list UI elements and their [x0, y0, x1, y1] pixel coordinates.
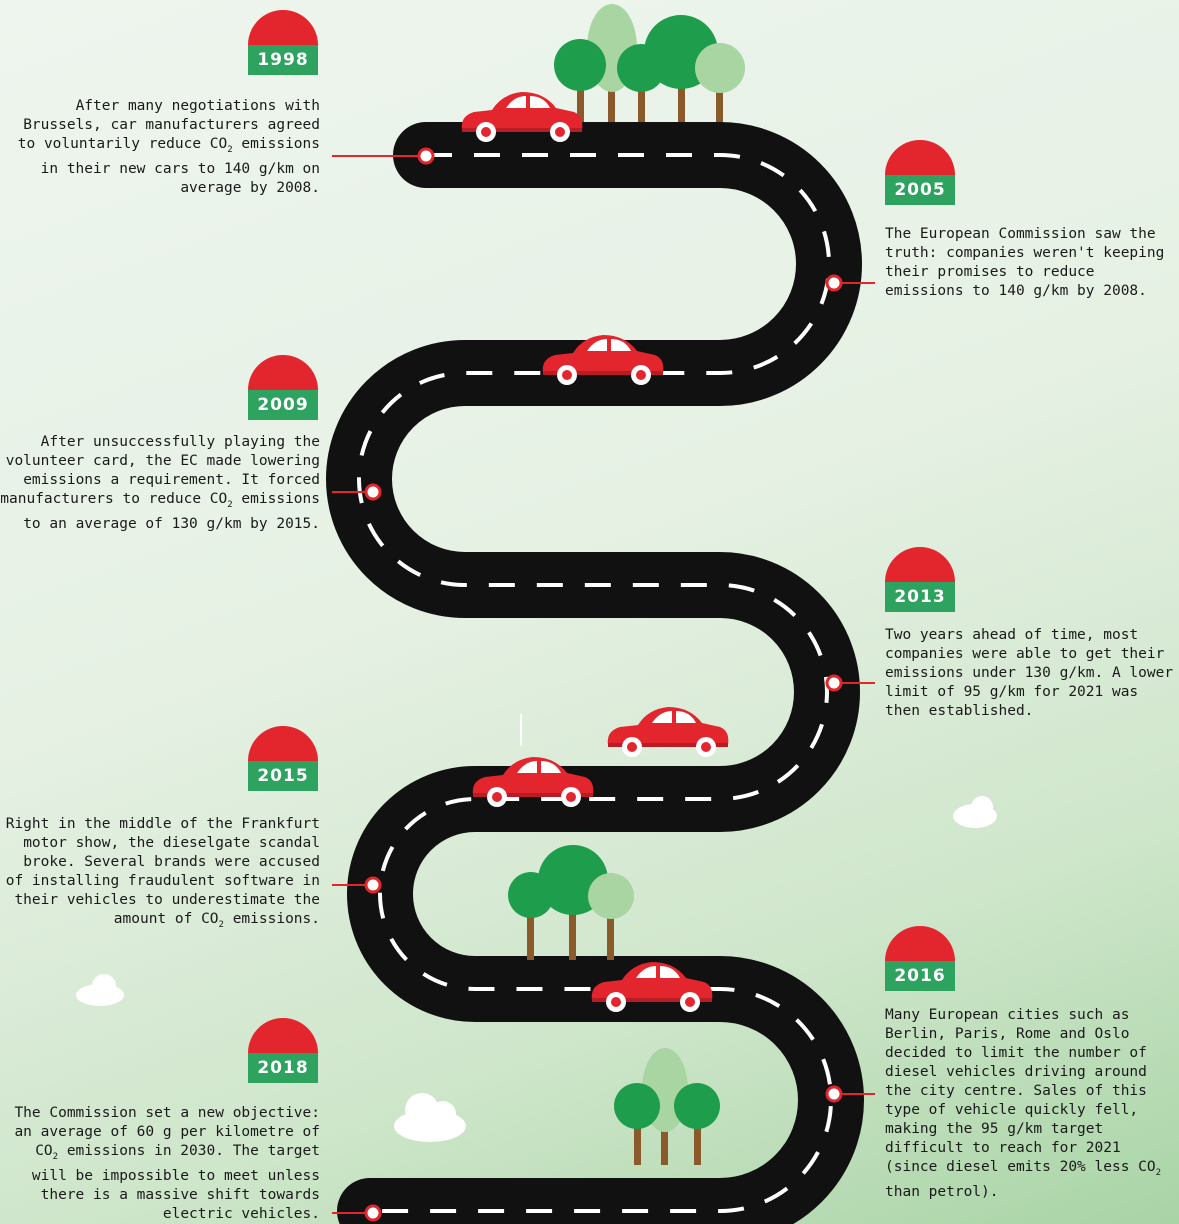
badge-dome [248, 1018, 318, 1053]
year-badge-2018: 2018 [248, 1018, 318, 1083]
badge-year: 2013 [885, 582, 955, 612]
badge-year: 2018 [248, 1053, 318, 1083]
event-2016: Many European cities such as Berlin, Par… [885, 1006, 1177, 1202]
year-badge-2009: 2009 [248, 355, 318, 420]
event-text: Many European cities such as Berlin, Par… [885, 1007, 1162, 1200]
year-badge-2016: 2016 [885, 926, 955, 991]
badge-dome [885, 926, 955, 961]
badge-dome [885, 140, 955, 175]
event-2018: The Commission set a new objective: an a… [0, 1104, 320, 1224]
badge-year: 1998 [248, 45, 318, 75]
road [326, 122, 864, 1224]
event-2015: Right in the middle of the Frankfurt mot… [0, 815, 320, 935]
badge-dome [248, 355, 318, 390]
event-2009: After unsuccessfully playing the volunte… [0, 433, 320, 534]
tree-group-bottom [614, 1048, 720, 1165]
car-icon [607, 707, 729, 757]
event-2013: Two years ahead of time, most companies … [885, 626, 1177, 721]
event-text: Two years ahead of time, most companies … [885, 627, 1174, 719]
tree-group-middle [508, 845, 634, 960]
badge-year: 2016 [885, 961, 955, 991]
event-text: Right in the middle of the Frankfurt mot… [5, 816, 320, 930]
badge-dome [248, 10, 318, 45]
year-badge-1998: 1998 [248, 10, 318, 75]
badge-dome [885, 547, 955, 582]
year-badge-2005: 2005 [885, 140, 955, 205]
badge-year: 2005 [885, 175, 955, 205]
event-text: After unsuccessfully playing the volunte… [0, 434, 320, 532]
event-text: The European Commission saw the truth: c… [885, 226, 1165, 299]
year-badge-2015: 2015 [248, 726, 318, 791]
year-badge-2013: 2013 [885, 547, 955, 612]
event-text: After many negotiations with Brussels, c… [17, 98, 320, 196]
event-2005: The European Commission saw the truth: c… [885, 225, 1177, 301]
badge-year: 2009 [248, 390, 318, 420]
tree-group-top [554, 4, 745, 130]
badge-dome [248, 726, 318, 761]
connector-lines [332, 147, 875, 1222]
cloud-icon [76, 796, 997, 1142]
badge-year: 2015 [248, 761, 318, 791]
event-1998: After many negotiations with Brussels, c… [0, 97, 320, 198]
event-text: The Commission set a new objective: an a… [14, 1105, 320, 1222]
